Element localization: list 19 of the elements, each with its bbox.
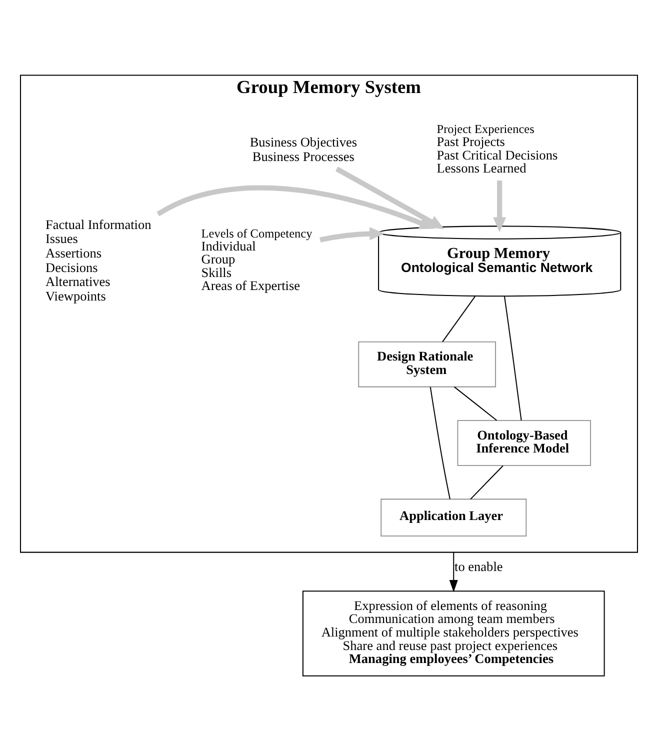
- node-box: Expression of elements of reasoning Communication among team members Alignment of multiple stakeholders perspectives Share and reuse past project experiences Managing employees’ Competencies: [302, 590, 605, 676]
- arrow: [493, 180, 506, 232]
- arrow: [335, 166, 444, 230]
- arrow: [449, 552, 458, 592]
- node-box: Application Layer: [380, 498, 527, 536]
- node-box: Design Rationale System: [358, 341, 496, 388]
- arrow: [320, 227, 385, 242]
- node-box: Ontology-Based Inference Model: [457, 420, 592, 466]
- connector: [454, 386, 498, 421]
- connector: [504, 296, 522, 421]
- connector: [430, 386, 450, 500]
- node-text: Business Objectives Business Processes: [250, 134, 358, 164]
- node-text: Levels of Competency Individual Group Skills Areas of Expertise: [201, 226, 312, 294]
- connector: [470, 465, 504, 500]
- edge-label: to enable: [454, 559, 503, 574]
- connector: [442, 296, 476, 342]
- arrow: [156, 185, 435, 230]
- node-text: Project Experiences Past Projects Past Critical Decisions Lessons Learned: [436, 122, 558, 176]
- node-text: Factual Information Issues Assertions Decisions Alternatives Viewpoints: [46, 216, 152, 304]
